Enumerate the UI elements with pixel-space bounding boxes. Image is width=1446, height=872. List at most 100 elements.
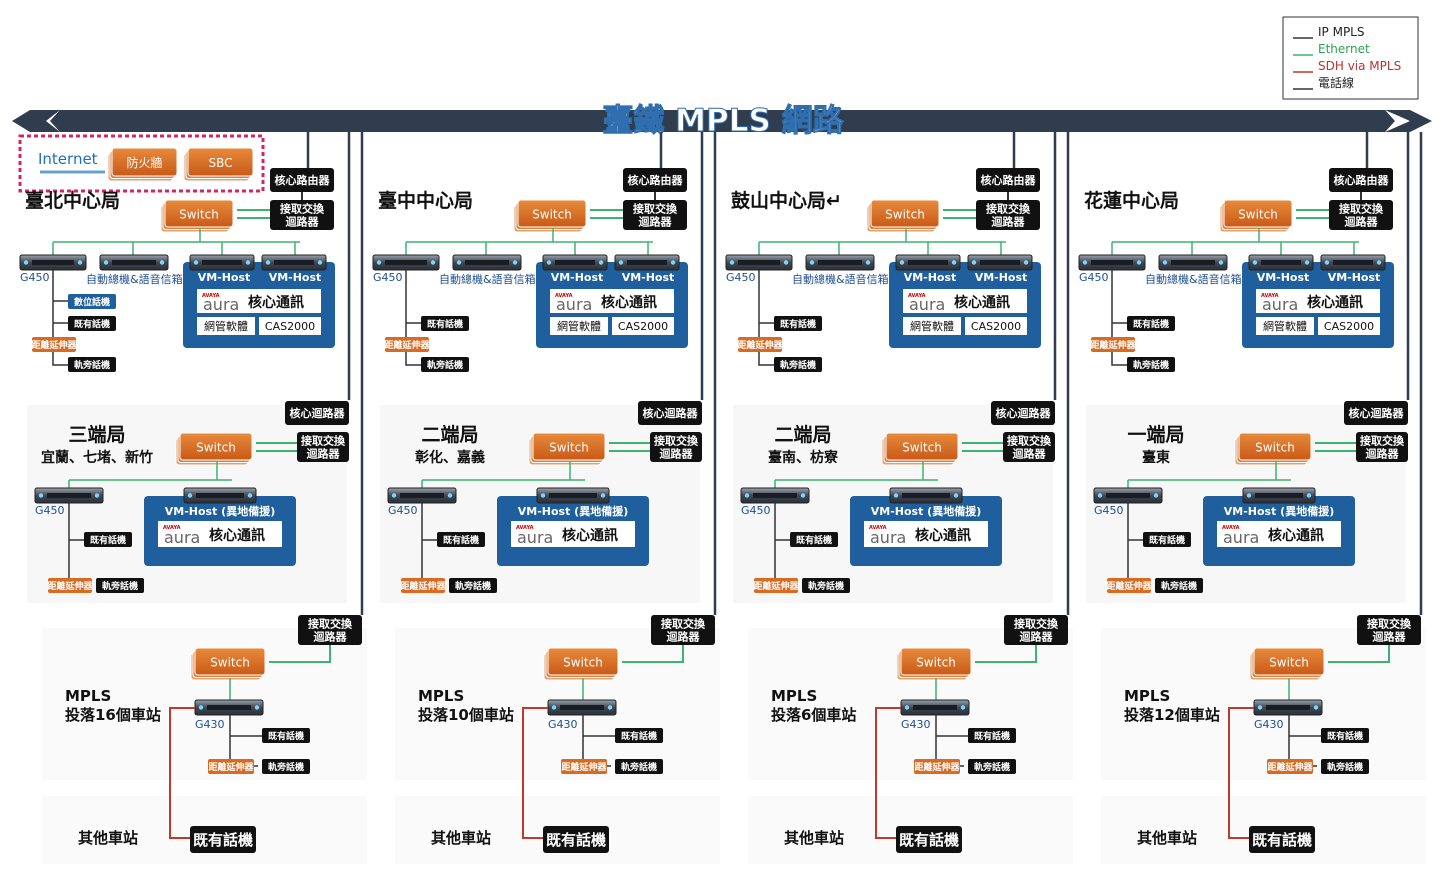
existing-phone [1321, 728, 1369, 743]
cas-label: CAS2000 [1324, 320, 1374, 333]
g430-label: G430 [901, 718, 931, 731]
auto-attendant-label: 自動總機&語音信箱 [792, 272, 889, 286]
core-comm-label: 核心通訊 [562, 527, 618, 544]
nms-label: 網管軟體 [204, 319, 248, 333]
vmhost-rack-1-led [193, 260, 199, 265]
distance-extender-label: 距離延伸器 [208, 761, 254, 773]
existing-phone-label: 既有話機 [268, 730, 304, 742]
firewall-label: 防火牆 [126, 155, 162, 170]
mpls-access-router-label: 接取交換 [1367, 617, 1412, 631]
distance-extender-label: 距離延伸器 [1267, 761, 1313, 773]
end-g450-rack-slot [753, 493, 797, 498]
aura-logo: aura [1223, 528, 1259, 547]
g430-rack-led [904, 705, 910, 710]
aura-logo: aura [517, 528, 553, 547]
mpls-switch-label: Switch [916, 656, 956, 670]
vmhost-rack-2-led [618, 260, 624, 265]
end-aura-box [158, 521, 282, 547]
end-g450-rack-led [38, 493, 44, 498]
vmhost-rack-1-led [899, 260, 905, 265]
end-access-router [297, 432, 349, 462]
digital-phone [68, 294, 116, 309]
avaya-logo: AVAYA [908, 293, 926, 299]
end-switch [532, 432, 606, 461]
vmhost-rack-2-slot [1333, 260, 1373, 265]
end-sub: 宜蘭、七堵、新竹 [41, 449, 153, 466]
track-phone [802, 578, 850, 593]
vmhost-rack-1-led2 [951, 260, 957, 265]
core-router [976, 168, 1040, 192]
vmhost-rack-2-slot [274, 260, 314, 265]
end-name: 二端局 [774, 423, 831, 446]
g450-rack-slot [1091, 260, 1133, 265]
center-switch [164, 199, 234, 228]
mpls-switch [1253, 647, 1325, 676]
end-access-router-label: 迴路器 [659, 447, 694, 461]
g430-rack-led [198, 705, 204, 710]
end-vmhost-rack-slot [1255, 493, 1303, 498]
end-vmhost-rack-led [1246, 493, 1252, 498]
legend-item: 電話線 [1318, 75, 1354, 90]
end-switch-label: Switch [902, 441, 942, 455]
avaya-logo: AVAYA [555, 293, 573, 299]
avaya-logo: AVAYA [516, 525, 534, 531]
vmhost-rack-1-led2 [1304, 260, 1310, 265]
track-phone-label: 軌旁話機 [268, 761, 304, 773]
end-core-router [285, 401, 349, 425]
auto-attendant-label: 自動總機&語音信箱 [1145, 272, 1242, 286]
distance-extender [1107, 578, 1151, 593]
existing-phone [421, 316, 469, 331]
core-router [1329, 168, 1393, 192]
distance-extender-label: 距離延伸器 [47, 580, 93, 592]
firewall [111, 147, 178, 177]
existing-phone-label: 既有話機 [443, 534, 479, 546]
nms-box [1256, 317, 1314, 335]
end-switch [179, 432, 253, 461]
sdh-line [522, 707, 548, 839]
mpls-switch-label: Switch [210, 656, 250, 670]
core-router [623, 168, 687, 192]
end-core-router [638, 401, 702, 425]
end-vmhost-rack-led [540, 493, 546, 498]
end-switch [1238, 432, 1312, 461]
other-existing-phone [896, 826, 962, 853]
phone-line [758, 270, 774, 366]
mpls-access-router [651, 615, 715, 645]
end-access-router-label: 接取交換 [1360, 434, 1405, 448]
other-existing-phone-label: 既有話機 [546, 831, 606, 849]
vmhost-rack-2-led2 [1023, 260, 1029, 265]
existing-phone [262, 728, 310, 743]
track-phone-label: 軌旁話機 [1161, 580, 1197, 592]
end-g450-rack-slot [47, 493, 91, 498]
mpls-line1: MPLS [418, 687, 464, 705]
other-station-label: 其他車站 [78, 829, 138, 847]
other-existing-phone-label: 既有話機 [899, 831, 959, 849]
cas-box [612, 317, 674, 335]
end-aura-box [1217, 521, 1341, 547]
track-phone-label: 軌旁話機 [974, 761, 1010, 773]
nms-label: 網管軟體 [1263, 319, 1307, 333]
track-phone-label: 軌旁話機 [455, 580, 491, 592]
end-core-router-label: 核心迴路器 [290, 406, 346, 420]
end-vmhost-rack-slot [196, 493, 244, 498]
vmhost-rack-1-led [546, 260, 552, 265]
g450-rack-led2 [1136, 260, 1142, 265]
avaya-logo: AVAYA [163, 525, 181, 531]
voicemail-rack-slot [818, 260, 862, 265]
end-vmhost-label: VM-Host (異地備援) [1224, 504, 1334, 518]
vmhost-label-2: VM-Host [622, 271, 675, 284]
end-vmhost-rack-led2 [953, 493, 959, 498]
end-vmhost-rack-slot [902, 493, 950, 498]
sdh-line [169, 707, 195, 839]
end-vmhost-rack-led [893, 493, 899, 498]
mpls-access-router [1357, 615, 1421, 645]
vmhost-label-2: VM-Host [269, 271, 322, 284]
track-phone-label: 軌旁話機 [74, 359, 110, 371]
other-existing-phone-label: 既有話機 [1252, 831, 1312, 849]
track-phone [68, 357, 116, 372]
vmhost-label-2: VM-Host [1328, 271, 1381, 284]
g450-label: G450 [726, 271, 756, 284]
end-access-router-label: 接取交換 [654, 434, 699, 448]
